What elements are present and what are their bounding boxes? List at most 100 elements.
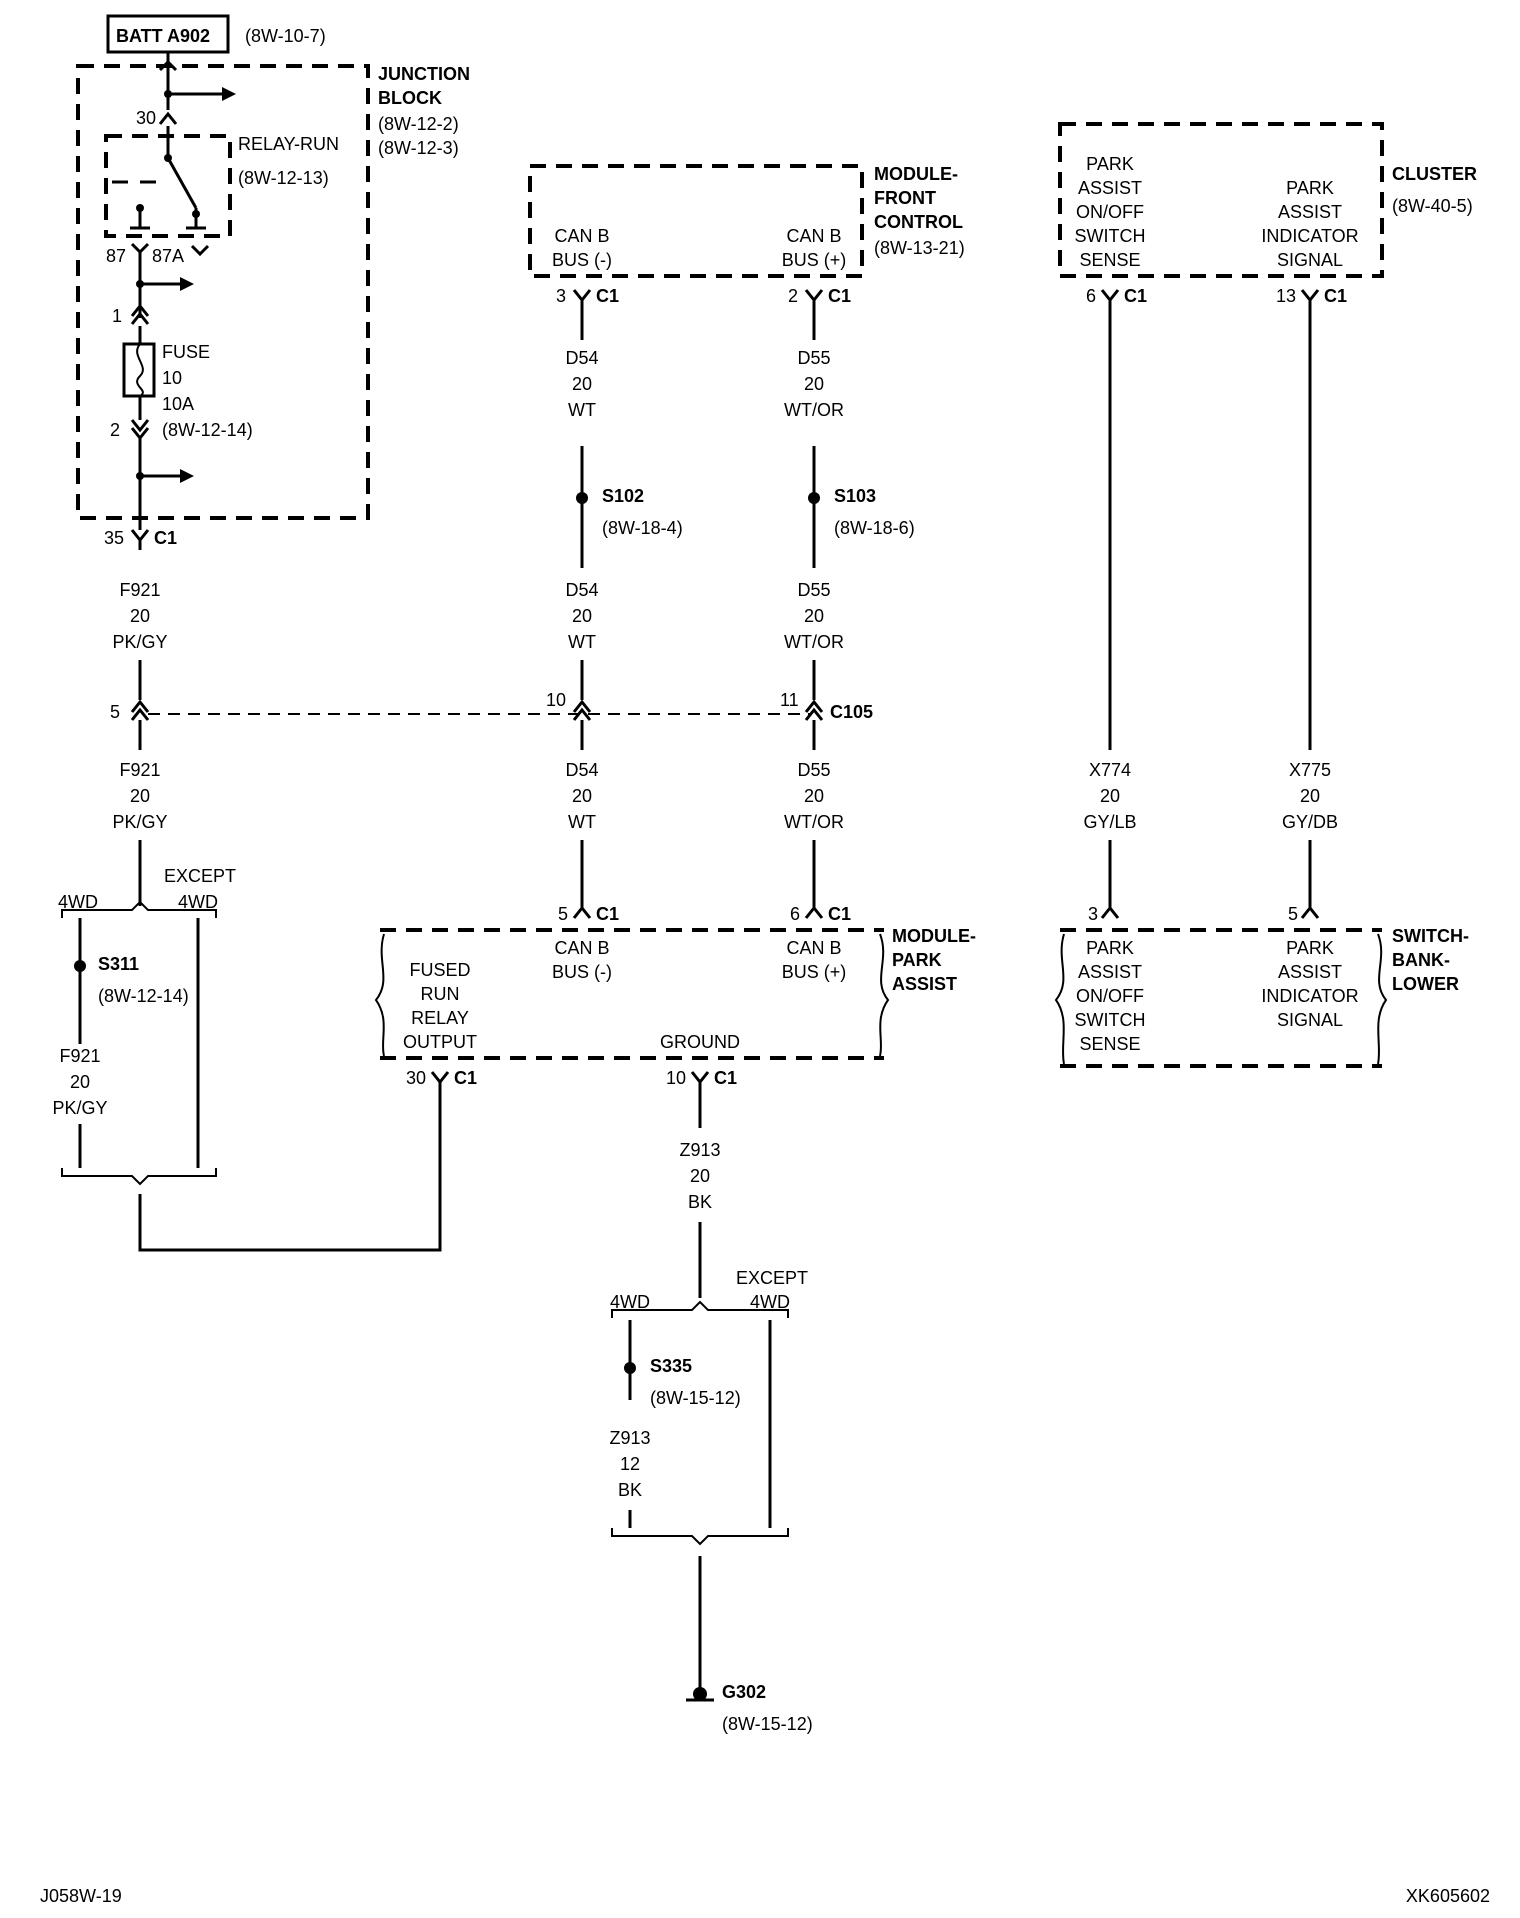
wire-d55-color: WT/OR (784, 400, 844, 420)
wire-z913-circuit: Z913 (679, 1140, 720, 1160)
module-front-name: FRONT (874, 188, 936, 208)
module-park-name: MODULE- (892, 926, 976, 946)
jb-pin-35: 35 (104, 528, 124, 548)
mpa-canb-plus: CAN B (786, 938, 841, 958)
c105-pin-11: 11 (780, 690, 799, 710)
cluster-ref: (8W-40-5) (1392, 196, 1473, 216)
cluster-indicator-signal: PARK (1286, 178, 1334, 198)
wire-d55-gauge: 20 (804, 786, 824, 806)
wire-d54-gauge: 20 (572, 606, 592, 626)
mpa-conn-c1: C1 (454, 1068, 477, 1088)
wire-f921-circuit: F921 (59, 1046, 100, 1066)
mpa-pin-5: 5 (558, 904, 568, 924)
switch-bank-name: LOWER (1392, 974, 1459, 994)
cluster-switch-sense: ASSIST (1078, 178, 1142, 198)
cluster-box (1058, 122, 1384, 278)
c105-pin-10: 10 (546, 690, 566, 710)
footer-right-code: XK605602 (1406, 1886, 1490, 1906)
splice-s102-id: S102 (602, 486, 644, 506)
wire-f921-gauge: 20 (70, 1072, 90, 1092)
switch-bank-pin-3: 3 (1088, 904, 1098, 924)
jb-pin-2: 2 (110, 420, 120, 440)
mpa-pin-6: 6 (790, 904, 800, 924)
mpa-pin-30: 30 (406, 1068, 426, 1088)
wire-d54-color: WT (568, 812, 596, 832)
junction-block-name: BLOCK (378, 88, 442, 108)
mpa-fused-output: FUSED (409, 960, 470, 980)
cluster-name: CLUSTER (1392, 164, 1477, 184)
wire-d54-circuit: D54 (565, 348, 598, 368)
splice-s103-ref: (8W-18-6) (834, 518, 915, 538)
wire-d55-color: WT/OR (784, 632, 844, 652)
option-4wd: 4WD (58, 892, 98, 912)
wire-x775-color: GY/DB (1282, 812, 1338, 832)
switch-bank-switch-sense: ON/OFF (1076, 986, 1144, 1006)
switch-bank-switch-sense: SWITCH (1075, 1010, 1146, 1030)
wire-f921-color: PK/GY (112, 812, 167, 832)
battery-ref: (8W-10-7) (245, 26, 326, 46)
cluster-conn-c1: C1 (1124, 286, 1147, 306)
fuse-label: FUSE (162, 342, 210, 362)
jb-pin-1: 1 (112, 306, 122, 326)
wire-d55-circuit: D55 (797, 348, 830, 368)
wire-d55-circuit: D55 (797, 760, 830, 780)
splice-s335-ref: (8W-15-12) (650, 1388, 741, 1408)
mpa-conn-c1: C1 (596, 904, 619, 924)
junction-block-name: JUNCTION (378, 64, 470, 84)
wire-d54-color: WT (568, 400, 596, 420)
wire-z913-gauge: 20 (690, 1166, 710, 1186)
option-except: EXCEPT (164, 866, 236, 886)
wire-f921-gauge: 20 (130, 786, 150, 806)
relay-name: RELAY-RUN (238, 134, 339, 154)
mpa-conn-c1: C1 (828, 904, 851, 924)
cluster-pin-13: 13 (1276, 286, 1296, 306)
wire-f921-gauge: 20 (130, 606, 150, 626)
ground-g302-id: G302 (722, 1682, 766, 1702)
footer-left-code: J058W-19 (40, 1886, 122, 1906)
mpa-pin-10: 10 (666, 1068, 686, 1088)
module-park-name: PARK (892, 950, 942, 970)
fuse-rating: 10A (162, 394, 194, 414)
relay-pin-87: 87 (106, 246, 126, 266)
module-front-control-box (528, 164, 864, 278)
cluster-indicator-signal: INDICATOR (1261, 226, 1358, 246)
mpa-canb-plus: BUS (+) (782, 962, 847, 982)
wire-x775-circuit: X775 (1289, 760, 1331, 780)
relay-pin-87a: 87A (152, 246, 184, 266)
c105-name: C105 (830, 702, 873, 722)
fuse-body (122, 342, 156, 398)
mpa-canb-minus: CAN B (554, 938, 609, 958)
cluster-switch-sense: PARK (1086, 154, 1134, 174)
wire-d55-color: WT/OR (784, 812, 844, 832)
c105-pin-5: 5 (110, 702, 120, 722)
mfc-canb-plus: CAN B (786, 226, 841, 246)
switch-bank-box (1060, 928, 1382, 1068)
junction-block-ref: (8W-12-2) (378, 114, 459, 134)
cluster-indicator-signal: SIGNAL (1277, 250, 1343, 270)
cluster-conn-c1: C1 (1324, 286, 1347, 306)
mpa-fused-output: RELAY (411, 1008, 469, 1028)
splice-s311-id: S311 (98, 954, 139, 974)
wire-d55-circuit: D55 (797, 580, 830, 600)
module-front-name: CONTROL (874, 212, 963, 232)
wire-d54-circuit: D54 (565, 760, 598, 780)
wire-f921-circuit: F921 (119, 580, 160, 600)
option-except: EXCEPT (736, 1268, 808, 1288)
junction-block-box (76, 64, 370, 520)
mfc-canb-minus: BUS (-) (552, 250, 612, 270)
wire-x774-color: GY/LB (1083, 812, 1136, 832)
wire-d54-circuit: D54 (565, 580, 598, 600)
option-4wd: 4WD (610, 1292, 650, 1312)
switch-bank-name: SWITCH- (1392, 926, 1469, 946)
wire-x774-gauge: 20 (1100, 786, 1120, 806)
cluster-switch-sense: ON/OFF (1076, 202, 1144, 222)
mfc-pin-2: 2 (788, 286, 798, 306)
module-park-name: ASSIST (892, 974, 957, 994)
mpa-fused-output: RUN (421, 984, 460, 1004)
wire-z913-circuit: Z913 (609, 1428, 650, 1448)
cluster-switch-sense: SWITCH (1075, 226, 1146, 246)
splice-s103-id: S103 (834, 486, 876, 506)
mfc-canb-minus: CAN B (554, 226, 609, 246)
mpa-conn-c1: C1 (714, 1068, 737, 1088)
